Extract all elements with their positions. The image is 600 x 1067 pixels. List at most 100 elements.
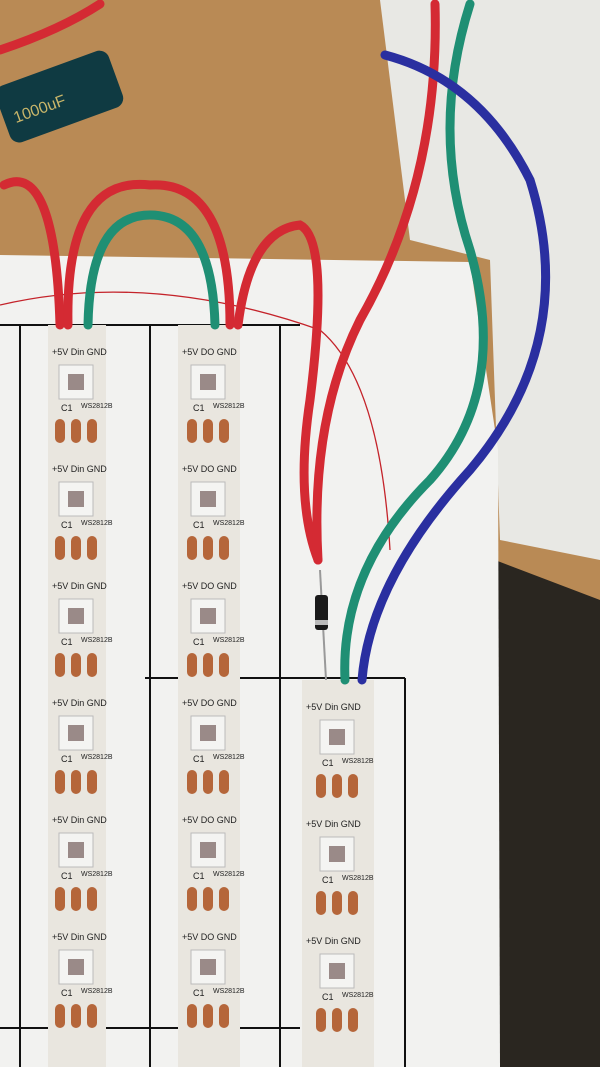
table-surface [380,0,600,560]
solder-pad [55,536,65,560]
strip-pin-label: +5V Din GND [52,581,107,591]
solder-pad [348,1008,358,1032]
chip-label: WS2812B [81,988,113,995]
cap-label: C1 [193,988,205,998]
capacitor: 1000uF [0,50,124,143]
diode-band [315,620,328,625]
solder-pad [348,774,358,798]
cap-label: C1 [322,875,334,885]
strip-pin-label: +5V DO GND [182,581,237,591]
chip-label: WS2812B [213,988,245,995]
solder-pad [55,653,65,677]
cap-label: C1 [322,992,334,1002]
strip-body [48,325,106,1067]
cap-label: C1 [61,754,73,764]
chip-label: WS2812B [213,520,245,527]
solder-pad [187,653,197,677]
led-chip [58,598,94,634]
solder-pad [71,770,81,794]
solder-pad [219,653,229,677]
cap-label: C1 [61,871,73,881]
solder-pad [332,774,342,798]
red-wire [233,220,323,565]
led-chip [190,715,226,751]
solder-pad [87,419,97,443]
chip-label: WS2812B [81,754,113,761]
solder-pad [203,887,213,911]
strip-pin-label: +5V Din GND [52,932,107,942]
solder-pad [71,887,81,911]
cap-label: C1 [193,520,205,530]
chip-label: WS2812B [81,520,113,527]
solder-pad [55,419,65,443]
solder-pad [219,1004,229,1028]
solder-pad [219,770,229,794]
solder-pad [187,536,197,560]
chip-label: WS2812B [213,754,245,761]
strip-pin-label: +5V DO GND [182,932,237,942]
solder-pad [219,419,229,443]
cap-label: C1 [193,871,205,881]
solder-pad [71,536,81,560]
led-chip [190,949,226,985]
strip-pin-label: +5V DO GND [182,815,237,825]
cap-label: C1 [61,637,73,647]
strip-pin-label: +5V Din GND [306,702,361,712]
solder-pad [332,1008,342,1032]
led-chip [190,832,226,868]
led-chip [58,481,94,517]
chip-label: WS2812B [81,871,113,878]
led-chip [190,598,226,634]
led-chip [319,836,355,872]
strip-pin-label: +5V Din GND [306,936,361,946]
green-wire [83,210,220,330]
led-chip [190,364,226,400]
chip-label: WS2812B [81,637,113,644]
solder-pad [55,887,65,911]
solder-pad [316,891,326,915]
blue-wire [357,50,551,685]
red-wire [312,0,440,565]
solder-pad [203,653,213,677]
chip-label: WS2812B [342,992,374,999]
solder-pad [203,536,213,560]
led-chip [319,953,355,989]
led-chip [190,481,226,517]
chip-label: WS2812B [342,758,374,765]
red-wire [63,179,235,330]
strip-pin-label: +5V DO GND [182,347,237,357]
led-chip [319,719,355,755]
chip-label: WS2812B [213,637,245,644]
paper-sheet [0,255,500,1067]
solder-pad [316,774,326,798]
solder-pad [55,770,65,794]
chip-label: WS2812B [213,403,245,410]
strip-pin-label: +5V Din GND [52,464,107,474]
solder-pad [219,536,229,560]
cap-label: C1 [322,758,334,768]
solder-pad [187,887,197,911]
solder-pad [316,1008,326,1032]
solder-pad [55,1004,65,1028]
green-wire [340,0,488,685]
chip-label: WS2812B [342,875,374,882]
chip-label: WS2812B [81,403,113,410]
strip-pin-label: +5V DO GND [182,464,237,474]
solder-pad [87,653,97,677]
solder-pad [187,770,197,794]
solder-pad [348,891,358,915]
chip-label: WS2812B [213,871,245,878]
red-wire [0,177,65,330]
cap-label: C1 [193,754,205,764]
solder-pad [203,419,213,443]
solder-pad [87,887,97,911]
solder-pad [332,891,342,915]
solder-pad [71,419,81,443]
led-chip [58,715,94,751]
dark-frame [495,560,600,1067]
strip-pin-label: +5V Din GND [52,698,107,708]
